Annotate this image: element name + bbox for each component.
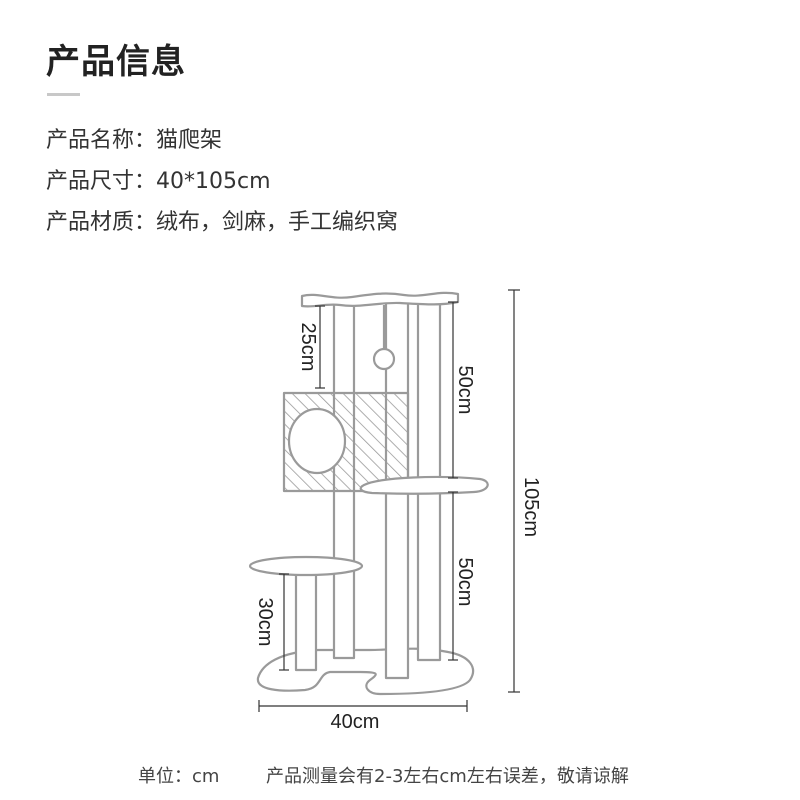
spec-row-name: 产品名称：猫爬架 <box>46 122 398 163</box>
spec-row-size: 产品尺寸：40*105cm <box>46 163 398 204</box>
spec-value: 40*105cm <box>156 169 271 194</box>
top-platform <box>300 291 460 308</box>
spec-value: 猫爬架 <box>156 128 223 153</box>
title-underline <box>47 93 80 96</box>
spec-label: 产品尺寸： <box>46 169 157 194</box>
unit-label: 单位：cm <box>138 766 220 787</box>
dim-label-105: 105cm <box>520 477 542 537</box>
page-title: 产品信息 <box>46 42 186 82</box>
post-front-left <box>294 568 318 672</box>
measurement-note: 产品测量会有2-3左右cm左右误差，敬请谅解 <box>266 766 629 787</box>
spec-list: 产品名称：猫爬架 产品尺寸：40*105cm 产品材质：绒布，剑麻，手工编织窝 <box>46 122 398 245</box>
dim-label-25: 25cm <box>297 323 319 372</box>
spec-label: 产品名称： <box>46 128 157 153</box>
dim-label-40: 40cm <box>331 711 380 733</box>
footer-note: 单位：cm 产品测量会有2-3左右cm左右误差，敬请谅解 <box>138 762 629 788</box>
middle-platform <box>359 475 489 495</box>
dim-label-50-upper: 50cm <box>454 366 476 415</box>
hanging-ball <box>372 347 396 371</box>
spec-value: 绒布，剑麻，手工编织窝 <box>156 210 399 235</box>
small-platform <box>248 555 364 577</box>
spec-label: 产品材质： <box>46 210 157 235</box>
dim-label-30: 30cm <box>254 598 276 647</box>
spec-row-material: 产品材质：绒布，剑麻，手工编织窝 <box>46 204 398 245</box>
dim-label-50-lower: 50cm <box>454 558 476 607</box>
cat-house-opening <box>287 407 347 475</box>
